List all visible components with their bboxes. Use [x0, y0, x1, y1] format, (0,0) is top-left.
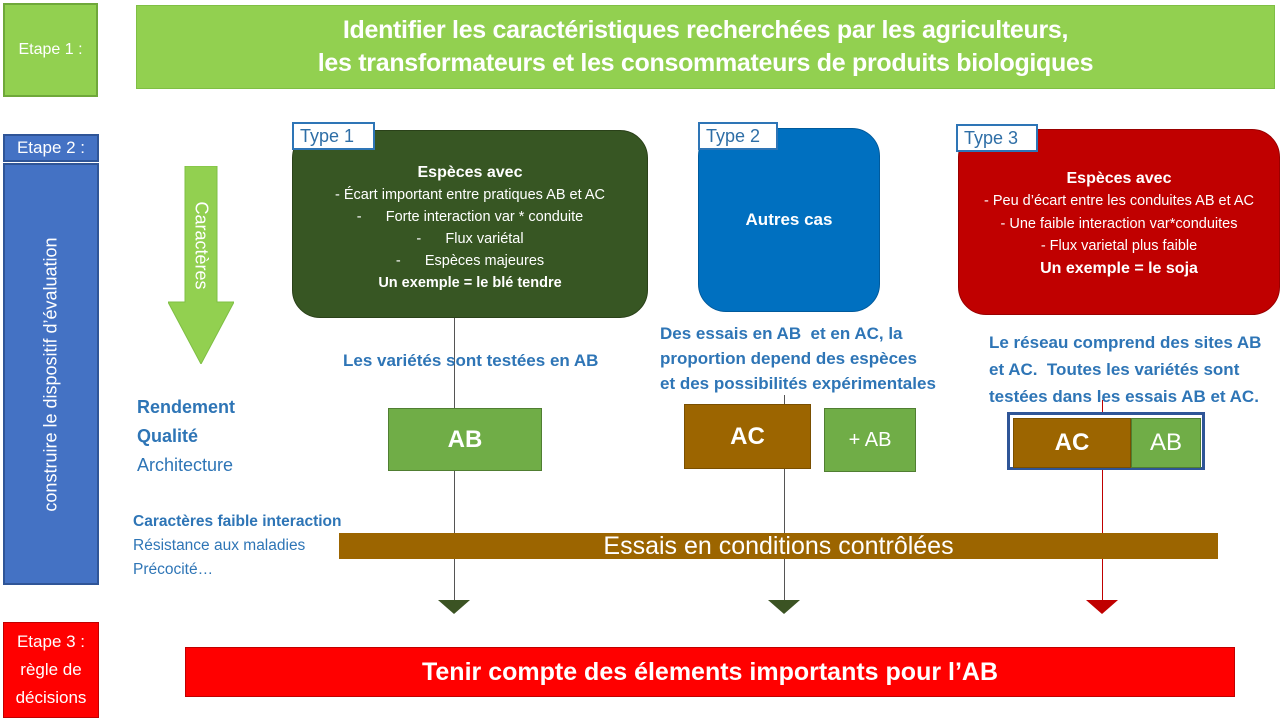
low-interaction-item1: Résistance aux maladies: [133, 537, 306, 554]
type1-ab-box: AB: [388, 408, 542, 471]
type1-arrowhead-icon: [438, 600, 470, 614]
low-interaction-block: Caractères faible interaction Résistance…: [133, 510, 383, 582]
type2-note-line1: Des essais en AB et en AC, la: [660, 324, 903, 343]
type2-box: Autres cas: [698, 128, 880, 312]
controlled-conditions-bar: Essais en conditions contrôlées: [339, 531, 1218, 560]
type1-line3: - Flux variétal: [416, 231, 524, 247]
caracteres-arrow-label: Caractères: [168, 180, 234, 310]
type1-heading: Espèces avec: [417, 164, 523, 181]
type1-line1: - Écart important entre pratiques AB et …: [335, 187, 605, 203]
type3-example: Un exemple = le soja: [1040, 259, 1198, 277]
type3-ab-box: AB: [1131, 418, 1201, 468]
etape2-label: Etape 2 :: [3, 134, 99, 162]
etape1-banner: Identifier les caractéristiques recherch…: [136, 5, 1275, 89]
type2-heading: Autres cas: [745, 210, 833, 229]
type2-tag: Type 2: [698, 122, 778, 150]
etape1-title-line2: les transformateurs et les consommateurs…: [317, 49, 1094, 77]
type3-line2: - Une faible interaction var*conduites: [1000, 215, 1238, 232]
low-interaction-item2: Précocité…: [133, 561, 214, 578]
controlled-conditions-label: Essais en conditions contrôlées: [603, 531, 954, 560]
type1-tag: Type 1: [292, 122, 375, 150]
type2-ac-box: AC: [684, 404, 811, 469]
etape3-banner-text: Tenir compte des élements importants pou…: [421, 657, 999, 686]
type3-line3: - Flux varietal plus faible: [1040, 238, 1198, 255]
type3-note: Le réseau comprend des sites AB et AC. T…: [989, 329, 1279, 410]
down-arrow-icon: [167, 165, 235, 366]
type1-box: Espèces avec - Écart important entre pra…: [292, 130, 648, 318]
type2-note: Des essais en AB et en AC, la proportion…: [660, 321, 960, 396]
type2-note-line2: proportion depend des espèces: [660, 349, 917, 368]
type1-example: Un exemple = le blé tendre: [378, 275, 562, 291]
type1-line2: - Forte interaction var * conduite: [356, 209, 584, 225]
low-interaction-title: Caractères faible interaction: [133, 513, 342, 530]
type3-arrowhead-icon: [1086, 600, 1118, 614]
type2-arrowhead-icon: [768, 600, 800, 614]
type1-note: Les variétés sont testées en AB: [343, 351, 599, 370]
type2-connector: [784, 395, 785, 601]
type3-box: Espèces avec - Peu d’écart entre les con…: [958, 129, 1280, 315]
type3-note-line2: et AC. Toutes les variétés sont: [989, 360, 1240, 379]
etape3-label-line2: règle de: [20, 660, 82, 679]
type3-ac-label: AC: [1054, 429, 1090, 456]
type2-note-line3: et des possibilités expérimentales: [660, 374, 936, 393]
criteria-architecture: Architecture: [137, 455, 234, 475]
left-criteria: Rendement Qualité Architecture: [137, 393, 287, 480]
type3-heading: Espèces avec: [1066, 169, 1172, 187]
etape1-label: Etape 1 :: [3, 3, 98, 97]
type2-ac-label: AC: [730, 422, 765, 450]
etape2-label-text: Etape 2 :: [16, 138, 86, 157]
type3-ab-label: AB: [1149, 429, 1182, 456]
type3-ac-box: AC: [1013, 418, 1131, 468]
etape1-title-line1: Identifier les caractéristiques recherch…: [342, 16, 1069, 44]
type2-plus-ab-box: + AB: [824, 408, 916, 472]
etape3-label-line3: décisions: [15, 688, 87, 707]
etape3-banner: Tenir compte des élements importants pou…: [185, 647, 1235, 697]
type2-plus-ab-label: + AB: [848, 428, 892, 451]
type3-connector: [1102, 400, 1103, 601]
etape3-label-line1: Etape 3 :: [16, 632, 86, 651]
type3-note-line3: testées dans les essais AB et AC.: [989, 387, 1259, 406]
type1-ab-label: AB: [447, 425, 483, 453]
criteria-qualite: Qualité: [137, 426, 199, 446]
criteria-rendement: Rendement: [137, 397, 236, 417]
type3-tag: Type 3: [956, 124, 1038, 152]
type3-line1: - Peu d’écart entre les conduites AB et …: [983, 193, 1254, 210]
etape1-label-text: Etape 1 :: [18, 41, 83, 58]
etape2-side-text: construire le dispositif d’évaluation: [40, 236, 61, 512]
type3-note-line1: Le réseau comprend des sites AB: [989, 333, 1262, 352]
caracteres-arrow: [167, 165, 235, 366]
caracteres-text: Caractères: [191, 200, 212, 290]
type1-line4: - Espèces majeures: [395, 253, 545, 269]
etape2-side-panel: construire le dispositif d’évaluation: [3, 163, 99, 585]
etape3-label: Etape 3 : règle de décisions: [3, 622, 99, 718]
